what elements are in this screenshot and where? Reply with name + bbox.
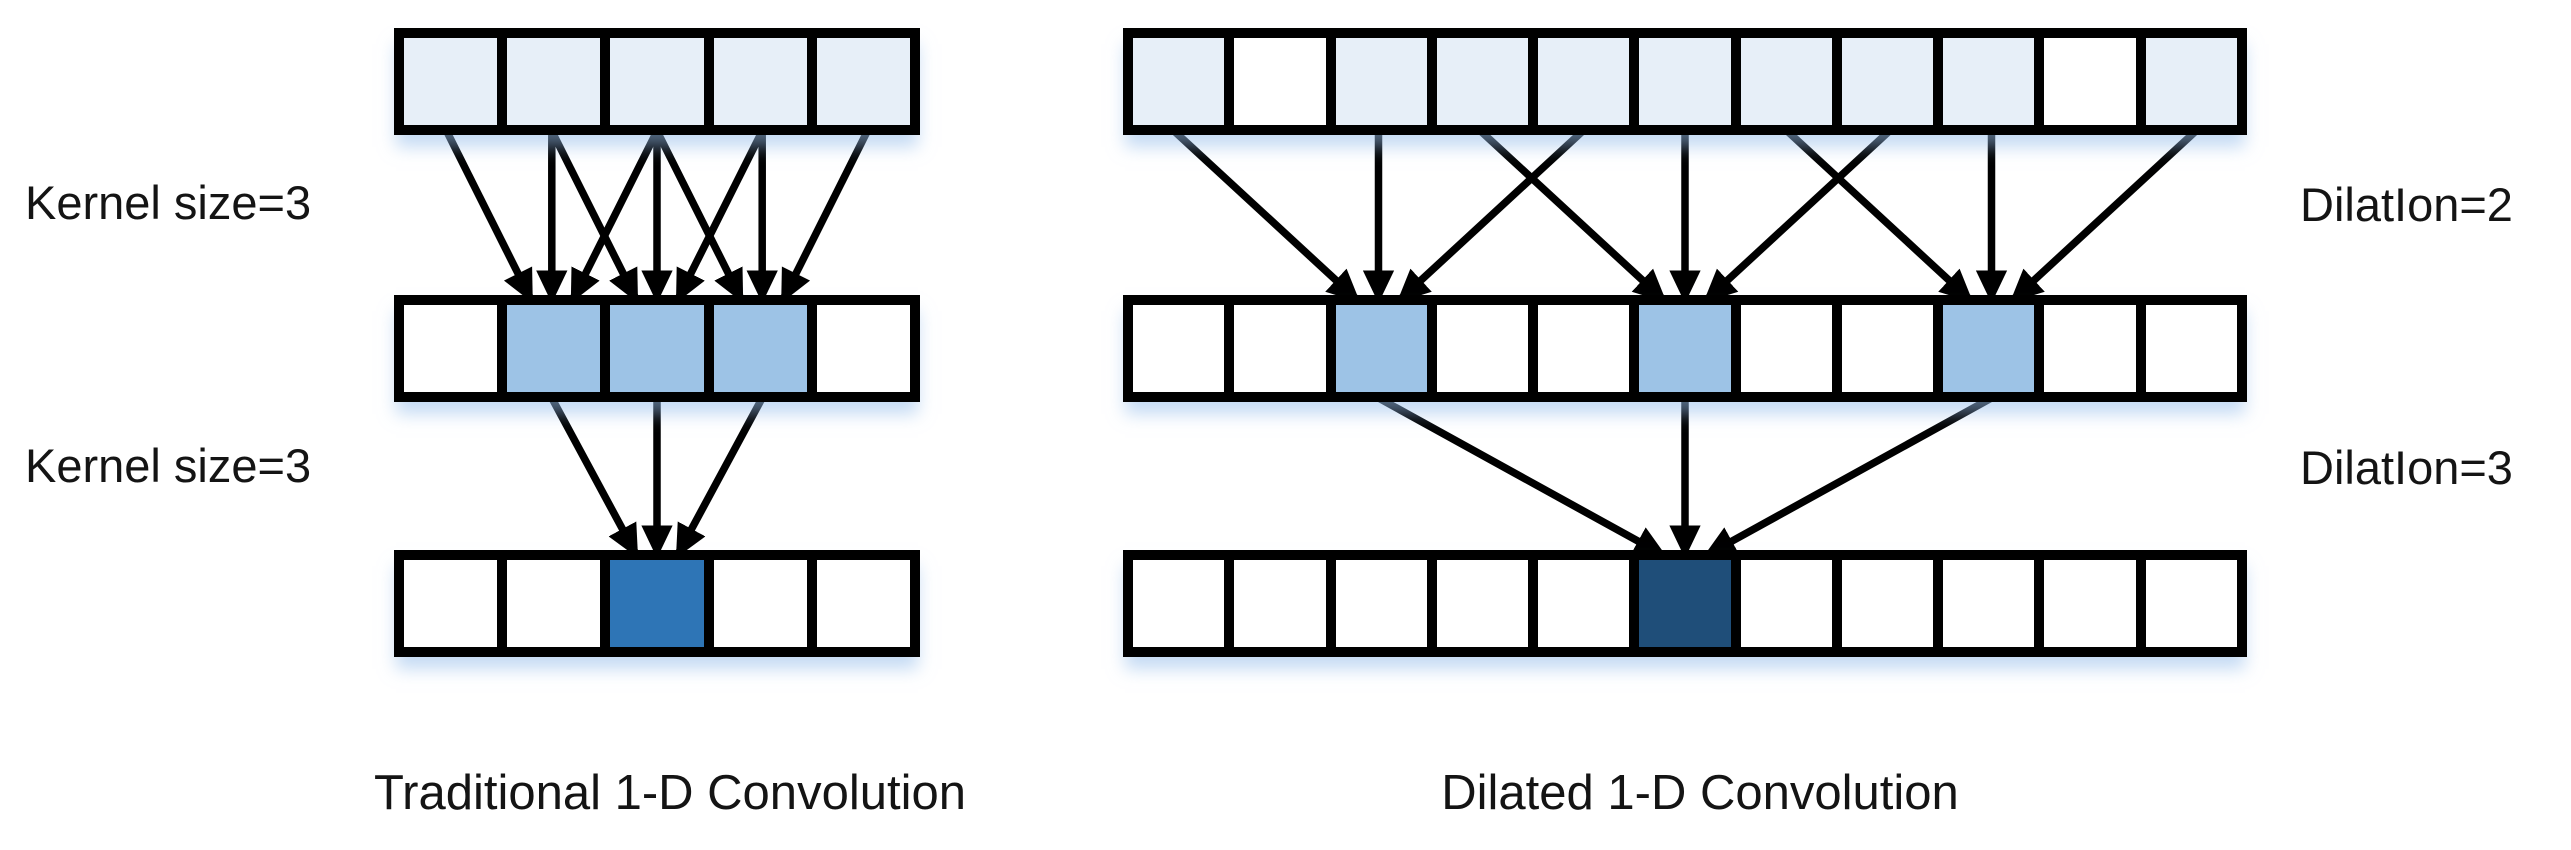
right-output-cell-5: [1528, 560, 1630, 647]
right-hidden-cell-1: [1133, 305, 1225, 392]
left-arrow-2-to-3: [548, 396, 641, 558]
right-arrow-5-to-3: [1395, 128, 1586, 304]
right-arrow-3-to-6: [1376, 394, 1667, 560]
right-arrow-9-to-6: [1703, 394, 1994, 560]
left-arrow-3-to-2: [568, 129, 661, 304]
left-hidden-cell-2: [497, 305, 601, 392]
right-arrow-4-to-6: [1478, 128, 1668, 304]
left-arrow-4-to-3: [673, 396, 766, 558]
left-output-cell-5: [806, 560, 911, 647]
right-output-cell-10: [2034, 560, 2136, 647]
left-hidden-cell-1: [404, 305, 498, 392]
right-hidden-cell-2: [1224, 305, 1326, 392]
right-input-row: [1123, 28, 2247, 135]
caption-traditional-convolution: Traditional 1-D Convolution: [374, 766, 966, 820]
left-hidden-cell-3: [600, 305, 704, 392]
left-output-cell-1: [404, 560, 498, 647]
right-input-cell-7: [1730, 38, 1832, 125]
left-arrow-3-to-4: [653, 129, 746, 304]
label-dilation-top: DilatIon=2: [2300, 178, 2513, 231]
right-input-cell-6: [1629, 38, 1731, 125]
right-output-cell-8: [1831, 560, 1934, 647]
left-arrow-5-to-4: [778, 129, 871, 304]
left-output-cell-3: [600, 560, 704, 647]
right-arrow-11-to-9: [2008, 128, 2199, 304]
right-input-cell-11: [2135, 38, 2237, 125]
right-input-cell-1: [1133, 38, 1225, 125]
right-hidden-cell-3: [1325, 305, 1427, 392]
right-hidden-cell-9: [1933, 305, 2035, 392]
right-output-row: [1123, 550, 2247, 657]
right-input-cell-8: [1831, 38, 1934, 125]
right-input-cell-5: [1528, 38, 1630, 125]
right-hidden-cell-11: [2135, 305, 2237, 392]
right-arrow-1-to-3: [1171, 128, 1362, 304]
label-kernel-size-top: Kernel size=3: [25, 176, 312, 229]
left-input-row: [394, 28, 920, 135]
right-hidden-cell-7: [1730, 305, 1832, 392]
caption-dilated-convolution: Dilated 1-D Convolution: [1441, 766, 1959, 820]
left-output-row: [394, 550, 920, 657]
right-hidden-cell-8: [1831, 305, 1934, 392]
left-input-cell-4: [703, 38, 807, 125]
right-output-cell-3: [1325, 560, 1427, 647]
right-output-cell-7: [1730, 560, 1832, 647]
right-arrow-7-to-9: [1784, 128, 1975, 304]
right-hidden-cell-6: [1629, 305, 1731, 392]
right-output-cell-9: [1933, 560, 2035, 647]
right-output-cell-2: [1224, 560, 1326, 647]
right-input-cell-9: [1933, 38, 2035, 125]
right-hidden-cell-10: [2034, 305, 2136, 392]
right-input-cell-3: [1325, 38, 1427, 125]
right-output-cell-6: [1629, 560, 1731, 647]
left-arrow-1-to-2: [443, 129, 536, 304]
right-arrow-8-to-6: [1702, 128, 1892, 304]
left-arrow-4-to-3: [673, 129, 766, 304]
right-input-cell-4: [1426, 38, 1529, 125]
left-input-cell-1: [404, 38, 498, 125]
left-output-cell-4: [703, 560, 807, 647]
right-hidden-cell-5: [1528, 305, 1630, 392]
left-input-cell-3: [600, 38, 704, 125]
left-hidden-cell-4: [703, 305, 807, 392]
right-output-cell-1: [1133, 560, 1225, 647]
label-dilation-bottom: DilatIon=3: [2300, 441, 2513, 494]
left-hidden-cell-5: [806, 305, 911, 392]
right-input-cell-2: [1224, 38, 1326, 125]
right-input-cell-10: [2034, 38, 2136, 125]
right-hidden-cell-4: [1426, 305, 1529, 392]
left-arrow-2-to-3: [548, 129, 641, 304]
left-output-cell-2: [497, 560, 601, 647]
right-output-cell-4: [1426, 560, 1529, 647]
left-hidden-row: [394, 295, 920, 402]
right-hidden-row: [1123, 295, 2247, 402]
left-input-cell-2: [497, 38, 601, 125]
label-kernel-size-bottom: Kernel size=3: [25, 439, 312, 492]
right-output-cell-11: [2135, 560, 2237, 647]
left-input-cell-5: [806, 38, 911, 125]
